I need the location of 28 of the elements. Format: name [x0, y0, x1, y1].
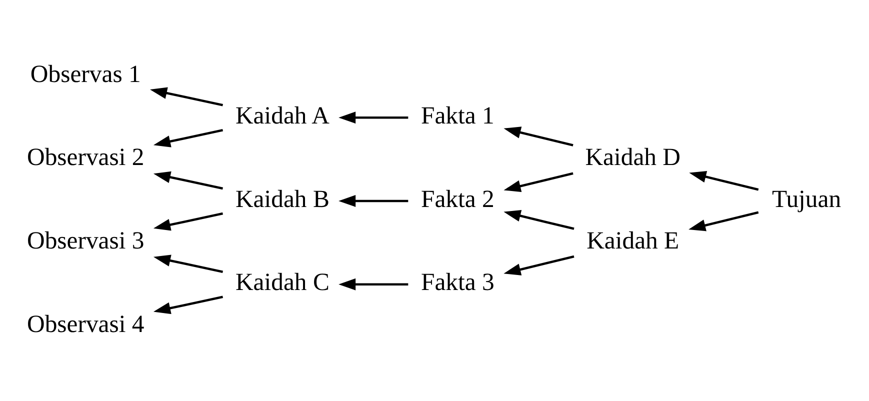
node-text: Tujuan	[772, 185, 842, 212]
arrow	[504, 126, 574, 146]
node-text: Kaidah C	[235, 268, 330, 296]
arrow	[504, 209, 574, 230]
node-text: Fakta 1	[420, 102, 494, 130]
node-text: Fakta 3	[420, 268, 494, 296]
node-text: Kaidah B	[235, 185, 330, 212]
arrow	[504, 254, 574, 275]
arrow	[153, 295, 224, 314]
arrow	[153, 128, 224, 147]
arrow	[153, 254, 224, 272]
arrow	[338, 278, 408, 290]
node-text: Kaidah E	[586, 227, 680, 254]
node-text: Observasi 2	[27, 144, 144, 171]
arrow	[150, 86, 224, 106]
arrow	[338, 111, 408, 124]
arrow	[688, 210, 759, 231]
arrow	[338, 194, 408, 206]
arrow	[689, 170, 759, 190]
node-text: Kaidah A	[235, 102, 330, 130]
node-text: Kaidah D	[585, 144, 681, 171]
node-text: Observasi 3	[27, 227, 144, 254]
node-text: Observasi 4	[27, 310, 144, 338]
node-text: Observas 1	[30, 60, 141, 88]
arrow	[504, 172, 574, 192]
arrow	[153, 170, 224, 190]
node-text: Fakta 2	[420, 185, 494, 212]
arrow	[153, 212, 224, 230]
